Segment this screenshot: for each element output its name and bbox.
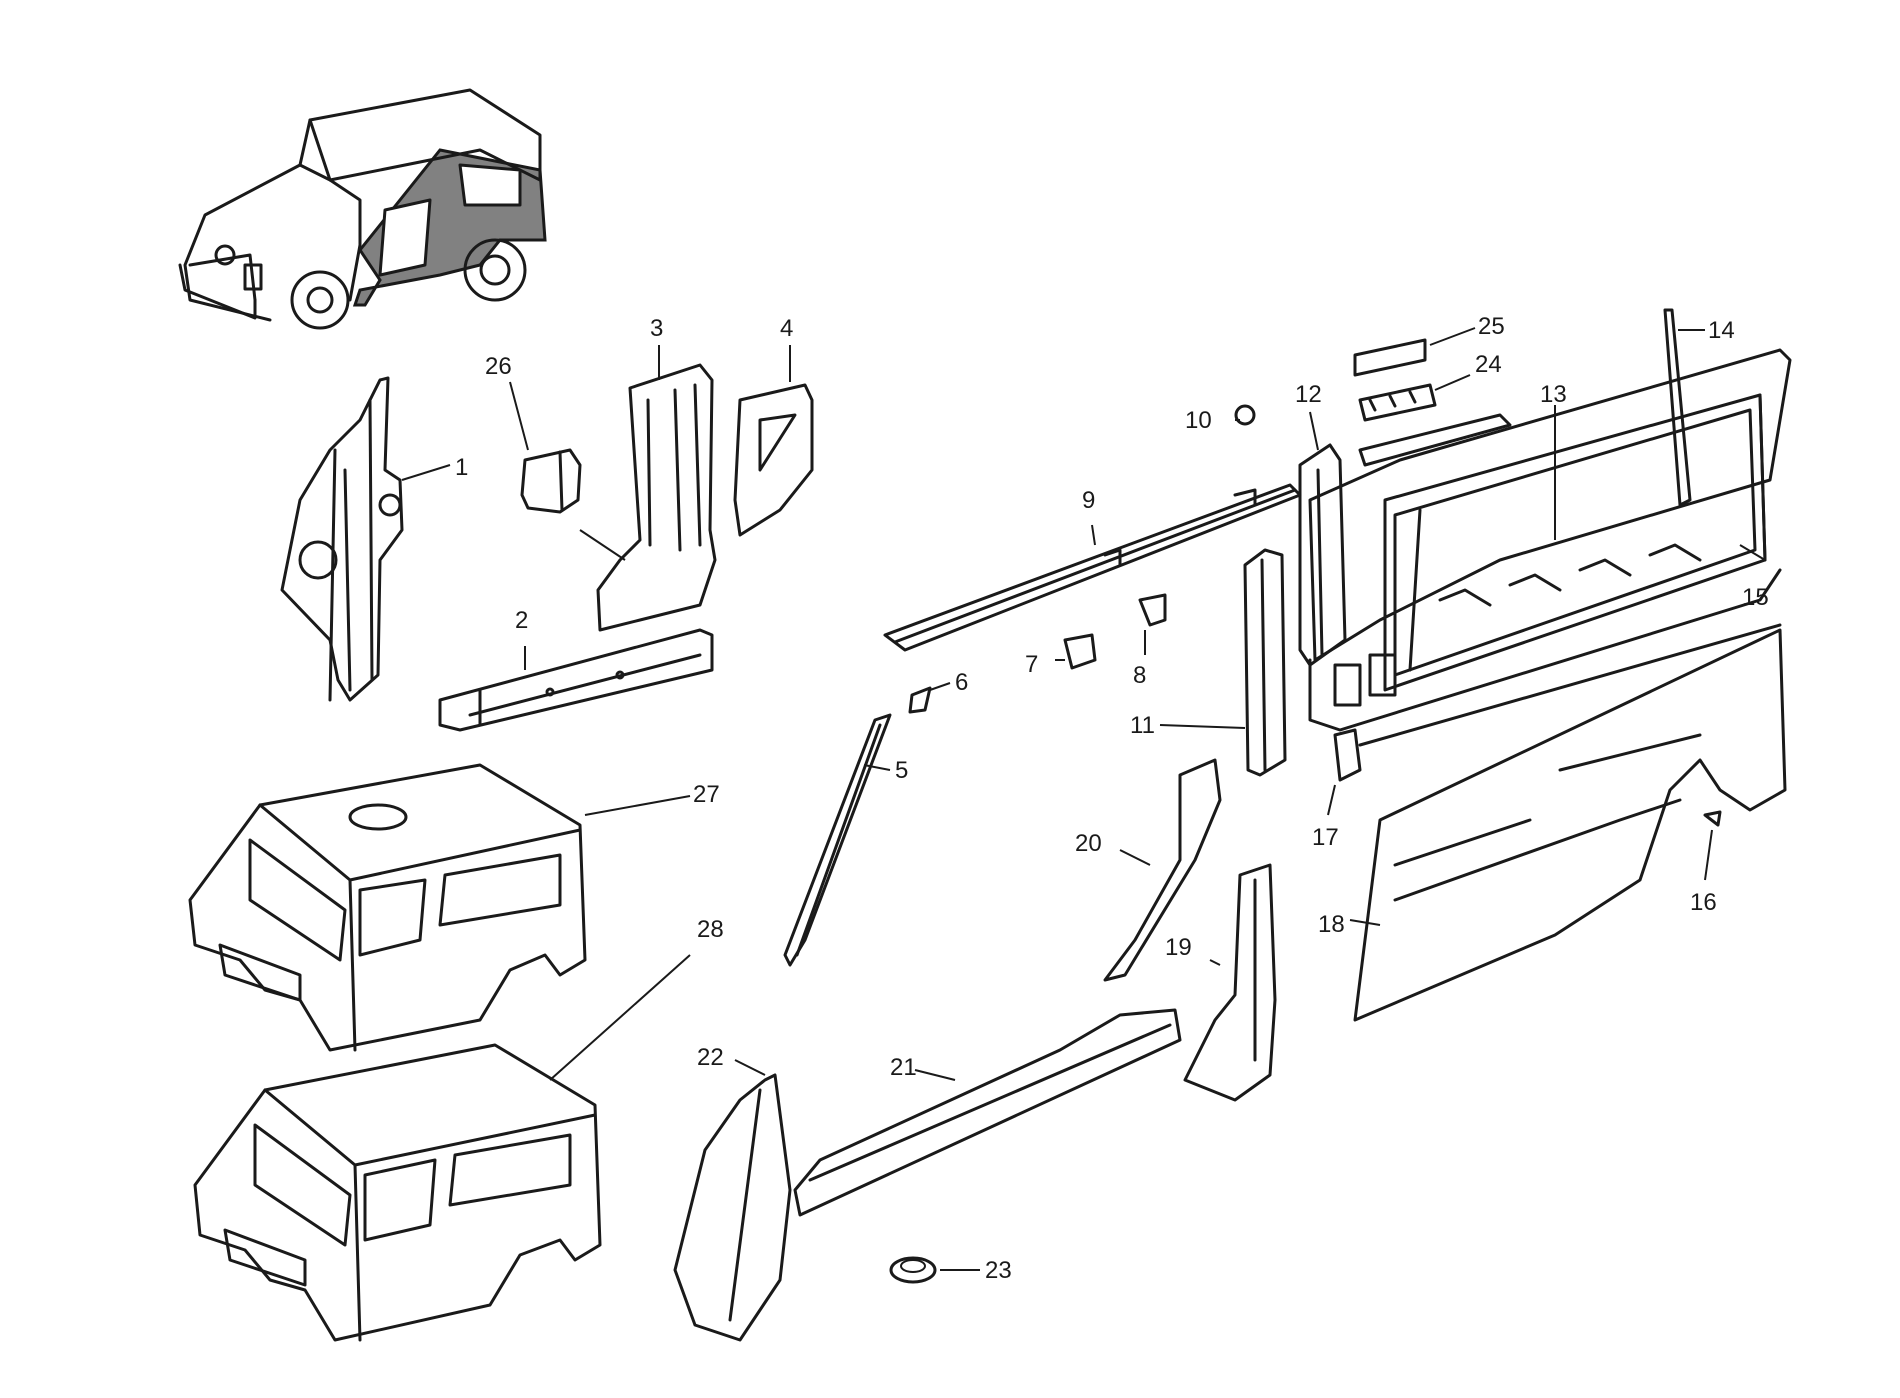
part-16-clip bbox=[1703, 810, 1722, 827]
callout-19: 19 bbox=[1165, 934, 1192, 961]
part-1-front-pillar bbox=[280, 376, 404, 702]
part-19-pillar bbox=[1183, 863, 1277, 1102]
callout-labels: 1 2 3 4 5 6 7 8 9 10 11 12 13 14 15 16 1… bbox=[455, 313, 1769, 1284]
part-22-pillar bbox=[673, 1073, 792, 1342]
callout-5: 5 bbox=[895, 757, 908, 784]
part-2-sill bbox=[438, 628, 714, 732]
callout-18: 18 bbox=[1318, 911, 1345, 938]
callout-27: 27 bbox=[693, 781, 720, 808]
callout-12: 12 bbox=[1295, 381, 1322, 408]
part-24-rail bbox=[1358, 413, 1512, 467]
callout-6: 6 bbox=[955, 669, 968, 696]
callout-24: 24 bbox=[1475, 351, 1502, 378]
callout-20: 20 bbox=[1075, 830, 1102, 857]
part-27-body-shell bbox=[188, 763, 587, 1052]
part-24-strip bbox=[1358, 383, 1437, 422]
callout-22: 22 bbox=[697, 1044, 724, 1071]
part-23-grommet bbox=[889, 1256, 937, 1284]
callout-21: 21 bbox=[890, 1054, 917, 1081]
part-11-pillar bbox=[1243, 548, 1287, 777]
callout-13: 13 bbox=[1540, 381, 1567, 408]
callout-26: 26 bbox=[485, 353, 512, 380]
callout-28: 28 bbox=[697, 916, 724, 943]
part-15-side-panel bbox=[1308, 348, 1792, 732]
part-28-body-shell bbox=[193, 1043, 602, 1342]
part-17-bracket bbox=[1333, 623, 1782, 782]
vehicle-overview bbox=[178, 88, 547, 330]
part-3-b-pillar bbox=[596, 363, 717, 632]
callout-1: 1 bbox=[455, 454, 468, 481]
callout-8: 8 bbox=[1133, 662, 1146, 689]
callout-17: 17 bbox=[1312, 824, 1339, 851]
callout-10: 10 bbox=[1185, 407, 1212, 434]
part-21-sill bbox=[793, 1008, 1182, 1217]
part-20-brace bbox=[1103, 758, 1222, 982]
part-7-bracket bbox=[1063, 633, 1097, 670]
part-13-window-frame bbox=[1438, 543, 1702, 607]
callout-14: 14 bbox=[1708, 317, 1735, 344]
part-18-quarter-panel bbox=[1353, 628, 1787, 1022]
part-6-bracket bbox=[908, 686, 932, 714]
part-10-plug bbox=[1234, 404, 1256, 426]
callout-23: 23 bbox=[985, 1257, 1012, 1284]
callout-25: 25 bbox=[1478, 313, 1505, 340]
callout-2: 2 bbox=[515, 607, 528, 634]
part-26-cap bbox=[520, 448, 582, 514]
callout-16: 16 bbox=[1690, 889, 1717, 916]
callout-3: 3 bbox=[650, 315, 663, 342]
callout-9: 9 bbox=[1082, 487, 1095, 514]
part-12-rear-pillar bbox=[1298, 443, 1347, 667]
part-5-strip bbox=[783, 713, 892, 967]
part-14-bar bbox=[1663, 308, 1692, 507]
callout-7: 7 bbox=[1025, 651, 1038, 678]
part-4-quarter-panel bbox=[733, 383, 814, 537]
callout-4: 4 bbox=[780, 315, 793, 342]
callout-15: 15 bbox=[1742, 584, 1769, 611]
part-25-strip bbox=[1353, 338, 1427, 377]
part-8-bracket bbox=[1138, 593, 1167, 627]
callout-11: 11 bbox=[1130, 712, 1155, 739]
